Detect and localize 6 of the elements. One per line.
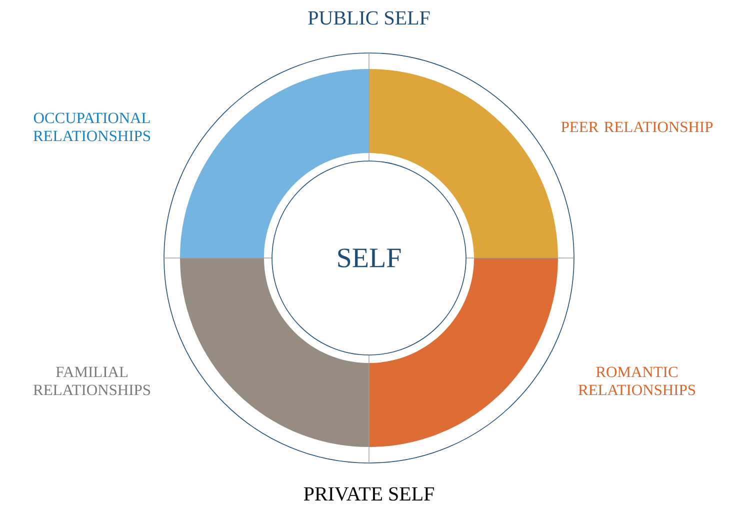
heading: PRIVATE SELF [304, 487, 434, 501]
sector-label: ROMANTIC RELATIONSHIPS [578, 366, 696, 396]
sector-label: PEER RELATIONSHIP [561, 122, 713, 132]
heading: PUBLIC SELF [308, 11, 430, 25]
sector-label: FAMILIAL RELATIONSHIPS [33, 366, 150, 396]
sector-label: OCCUPATIONAL RELATIONSHIPS [33, 112, 150, 142]
